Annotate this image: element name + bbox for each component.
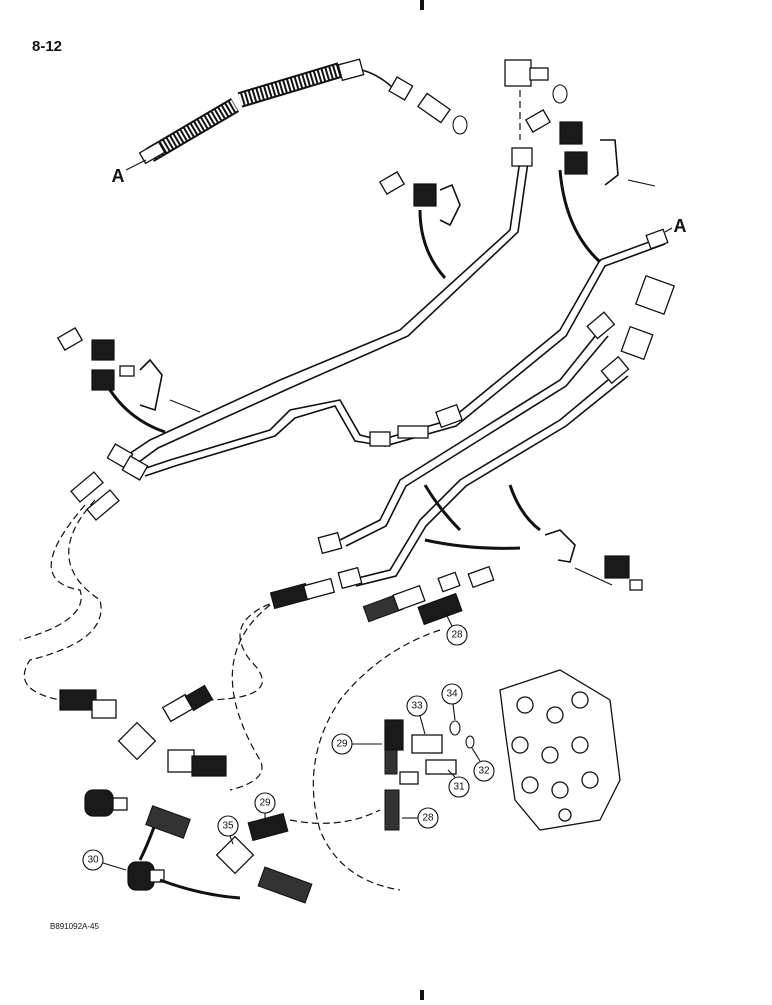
callout-33: 33	[406, 695, 428, 735]
callout-34: 34	[441, 683, 463, 721]
callout-32: 32	[471, 747, 495, 782]
connection-letter-a-left: A	[112, 166, 125, 186]
page-number: 8-12	[32, 38, 63, 55]
top-page-mark	[420, 0, 424, 10]
center-fittings	[362, 565, 495, 626]
callout-29-left: 29	[254, 792, 276, 822]
svg-text:28: 28	[422, 813, 434, 824]
svg-text:32: 32	[478, 766, 490, 777]
callout-28-lower: 28	[402, 807, 439, 829]
top-hose-assembly	[138, 58, 468, 165]
svg-text:35: 35	[222, 821, 234, 832]
svg-text:28: 28	[451, 630, 463, 641]
tube-clamps	[56, 109, 656, 591]
control-valve-body	[384, 669, 621, 831]
top-tee-fitting	[504, 59, 568, 140]
callout-29-right: 29	[331, 733, 382, 755]
dashed-hoses	[19, 499, 441, 891]
svg-text:33: 33	[411, 701, 423, 712]
callout-35: 35	[217, 815, 239, 845]
callout-30: 30	[82, 849, 127, 871]
callout-28-upper: 28	[444, 611, 468, 646]
svg-text:31: 31	[453, 782, 465, 793]
svg-text:34: 34	[446, 689, 458, 700]
connection-letter-a-right: A	[674, 216, 687, 236]
bottom-page-mark	[420, 990, 424, 1000]
svg-text:29: 29	[336, 739, 348, 750]
svg-text:29: 29	[259, 798, 271, 809]
right-grommet	[620, 274, 676, 361]
figure-id: B891092A-45	[50, 922, 99, 931]
left-fittings	[59, 471, 336, 904]
steel-tubes	[106, 147, 669, 590]
svg-text:30: 30	[87, 855, 99, 866]
callout-31: 31	[447, 769, 470, 798]
